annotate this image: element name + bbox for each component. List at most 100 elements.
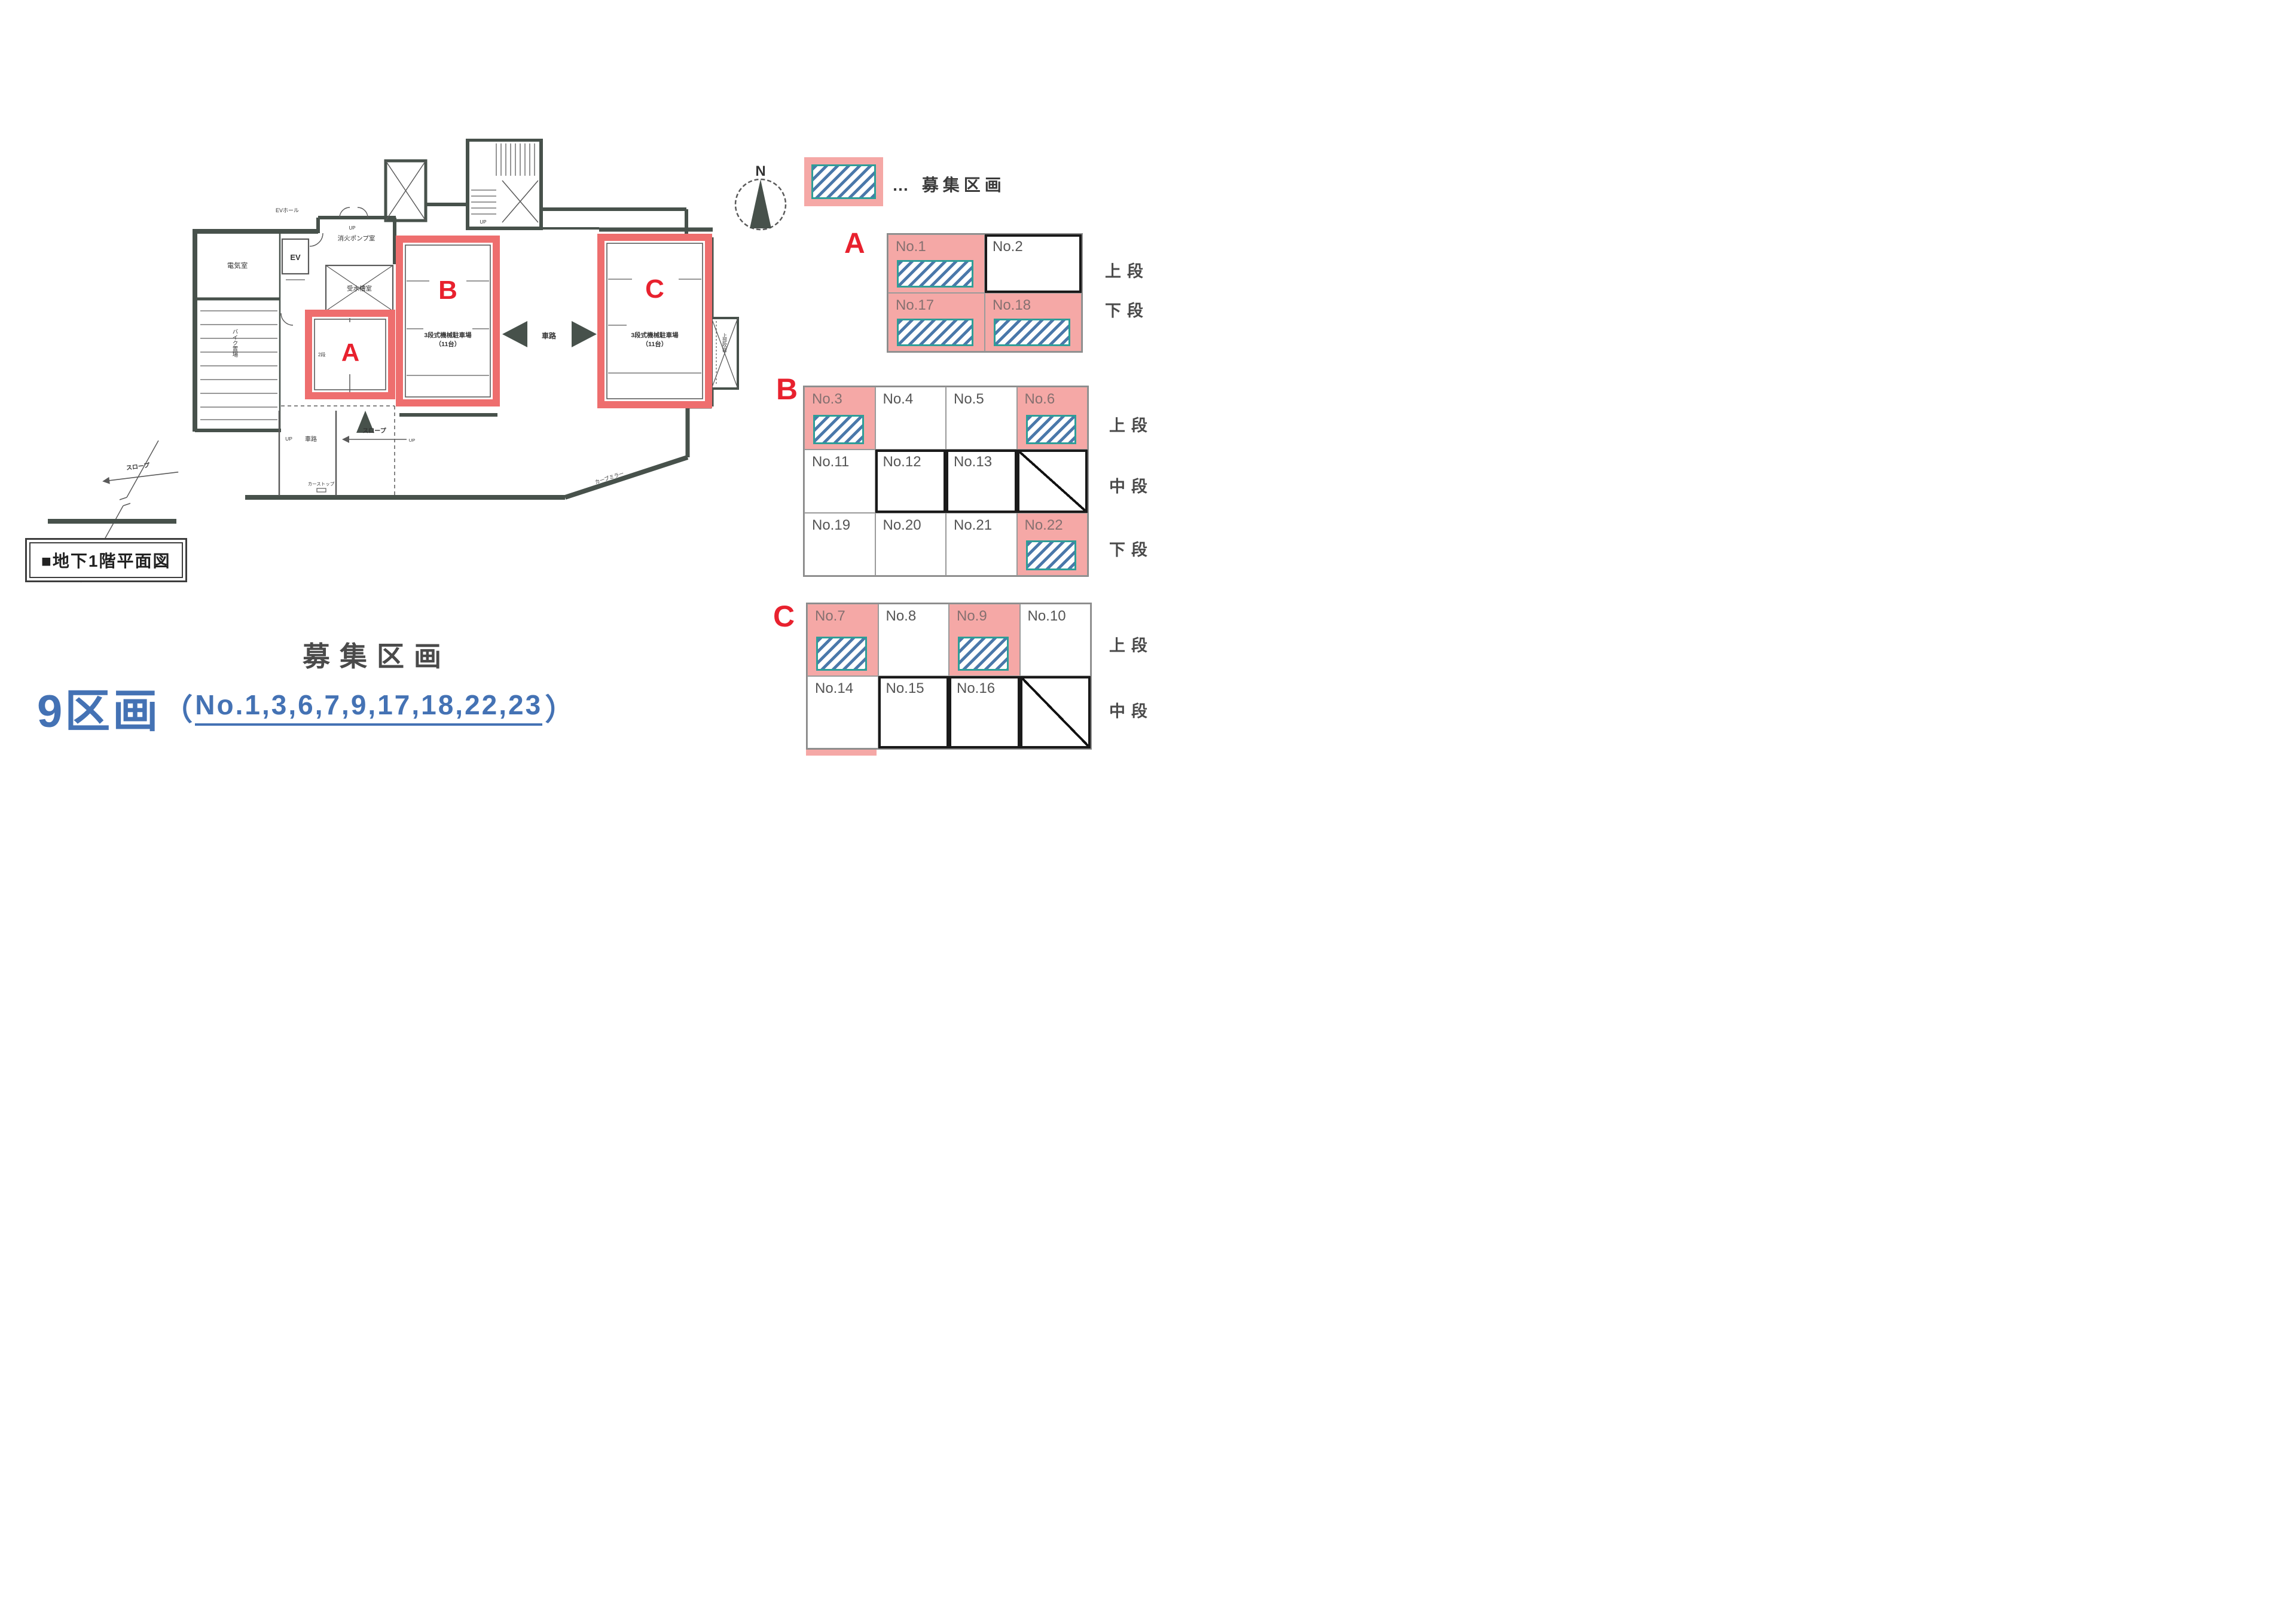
arrow-left-small-icon (342, 436, 349, 443)
section-c-row2-label: 中段 (1109, 702, 1148, 720)
cell-no15: No.15 (878, 676, 949, 748)
mech-parking-c-line2: （11台） (642, 340, 668, 348)
upper-void-label: 上部吹抜 (722, 333, 728, 353)
cell-no8: No.8 (878, 604, 949, 676)
cell-no14: No.14 (807, 676, 878, 748)
cell-no18-hatch-icon (994, 318, 1070, 346)
up-label-4: UP (409, 438, 415, 443)
north-compass: N (734, 163, 787, 231)
area-a-letter: A (341, 338, 359, 366)
cell-no10-label: No.10 (1027, 608, 1066, 624)
cell-no4: No.4 (875, 387, 946, 450)
cell-no1: No.1 (888, 234, 985, 293)
cell-no6-hatch-icon (1025, 414, 1076, 445)
area-a-highlight: A 2段 (305, 310, 395, 399)
cell-no3: No.3 (804, 387, 875, 450)
area-c-highlight: C 3段式機械駐車場 （11台） (597, 234, 712, 408)
up-label-3: UP (285, 436, 292, 442)
compass-n-label: N (755, 163, 765, 179)
section-c-cropped-row (806, 750, 877, 756)
summary-numbers: No.1,3,6,7,9,17,18,22,23 (195, 689, 543, 726)
cell-no18-label: No.18 (993, 297, 1031, 313)
cell-no17-hatch-icon (897, 318, 973, 346)
cell-no8-label: No.8 (886, 608, 917, 624)
driveway-label-1: 車路 (305, 435, 317, 443)
water-tank-label: 受水槽室 (347, 285, 372, 292)
cell-no11: No.11 (804, 450, 875, 513)
basement-floor-plan: EV EVホール 受水槽室 UP 消火ポンプ室 電気室 バイク置場 UP A 2… (48, 139, 787, 583)
area-b-highlight: B 3段式機械駐車場 （11台） (396, 236, 500, 406)
cell-no18: No.18 (985, 293, 1082, 352)
arrow-up-icon (356, 411, 374, 433)
section-a-row1-label: 上段 (1105, 262, 1148, 280)
cell-no16: No.16 (949, 676, 1020, 748)
cell-no19-label: No.19 (812, 516, 851, 533)
plan-title: ■地下1階平面図 (29, 542, 183, 578)
section-c-table: No.7 No.8 No.9 No.10 No.14 No.15 No.16 (806, 603, 1092, 750)
cell-no12-label: No.12 (883, 454, 921, 470)
area-b-letter: B (438, 276, 457, 305)
arrow-left-icon (502, 321, 527, 347)
cell-no14-label: No.14 (815, 680, 854, 696)
bike-parking-label: バイク置場 (231, 329, 239, 357)
legend-hatch-icon (811, 164, 876, 199)
driveway-arrows: 車路 (502, 321, 597, 347)
mech-parking-c-line1: 3段式機械駐車場 (631, 331, 679, 339)
electric-room-label: 電気室 (227, 261, 248, 270)
cell-no17-label: No.17 (896, 297, 935, 313)
up-label-1: UP (349, 225, 355, 231)
cell-no3-label: No.3 (812, 391, 842, 407)
ev-label: EV (290, 253, 301, 262)
slope-left: スロープ (102, 461, 179, 484)
water-tank-room: 受水槽室 (325, 264, 394, 312)
mech-parking-b-line1: 3段式機械駐車場 (424, 331, 472, 339)
legend-swatch (804, 157, 883, 206)
cell-no6-label: No.6 (1024, 391, 1055, 407)
flyer-page: EV EVホール 受水槽室 UP 消火ポンプ室 電気室 バイク置場 UP A 2… (0, 0, 1148, 812)
cell-no16-label: No.16 (957, 680, 996, 696)
cell-no19: No.19 (804, 512, 875, 576)
elevator: EV EVホール (276, 207, 310, 280)
arrow-left-small2-icon (102, 476, 110, 484)
cell-no4-label: No.4 (883, 391, 914, 407)
cell-no1-hatch-icon (897, 259, 973, 288)
summary-paren-close: ） (545, 693, 575, 726)
area-c-letter: C (645, 274, 664, 304)
cell-no13: No.13 (946, 450, 1017, 513)
cell-no7-hatch-icon (816, 636, 867, 671)
cell-no12: No.12 (875, 450, 946, 513)
cell-no22: No.22 (1016, 512, 1088, 576)
cell-no6: No.6 (1016, 387, 1088, 450)
slope-label-2: スロープ (126, 461, 151, 472)
cell-no9-label: No.9 (957, 608, 987, 624)
summary-line: 9区画 （ No.1,3,6,7,9,17,18,22,23 ） (37, 674, 577, 740)
ev-hall-label: EVホール (276, 207, 299, 213)
pump-room-label: 消火ポンプ室 (338, 234, 375, 242)
cell-no10: No.10 (1019, 604, 1091, 676)
cell-no9: No.9 (949, 604, 1020, 676)
slope-right: スロープ UP (342, 427, 415, 443)
cell-no22-label: No.22 (1024, 516, 1063, 533)
cell-no20: No.20 (875, 512, 946, 576)
cell-no13-label: No.13 (954, 454, 993, 470)
section-b-table: No.3 No.4 No.5 No.6 No.11 No.12 No.13 No… (803, 386, 1089, 577)
section-c-row1-label: 上段 (1109, 637, 1148, 655)
cell-no3-hatch-icon (813, 414, 864, 445)
cell-no21: No.21 (946, 512, 1017, 576)
cell-no2-label: No.2 (993, 239, 1023, 255)
section-b-row2-label: 中段 (1109, 478, 1148, 496)
section-b-row3-label: 下段 (1109, 541, 1148, 559)
summary-count: 9区画 (37, 686, 161, 737)
summary-paren-open: （ (163, 693, 193, 726)
cell-no22-hatch-icon (1025, 540, 1076, 570)
slope-label-1: スロープ (362, 427, 386, 435)
cell-no7-label: No.7 (815, 608, 845, 624)
cell-no9-hatch-icon (958, 636, 1009, 671)
cell-no11-label: No.11 (812, 454, 850, 470)
driveway-label-2: 車路 (542, 331, 557, 340)
cell-no17: No.17 (888, 293, 985, 352)
cell-no15-label: No.15 (886, 680, 924, 696)
cell-no5-label: No.5 (954, 391, 984, 407)
legend-label: … 募集区画 (892, 176, 1006, 194)
up-label-2: UP (480, 219, 486, 225)
